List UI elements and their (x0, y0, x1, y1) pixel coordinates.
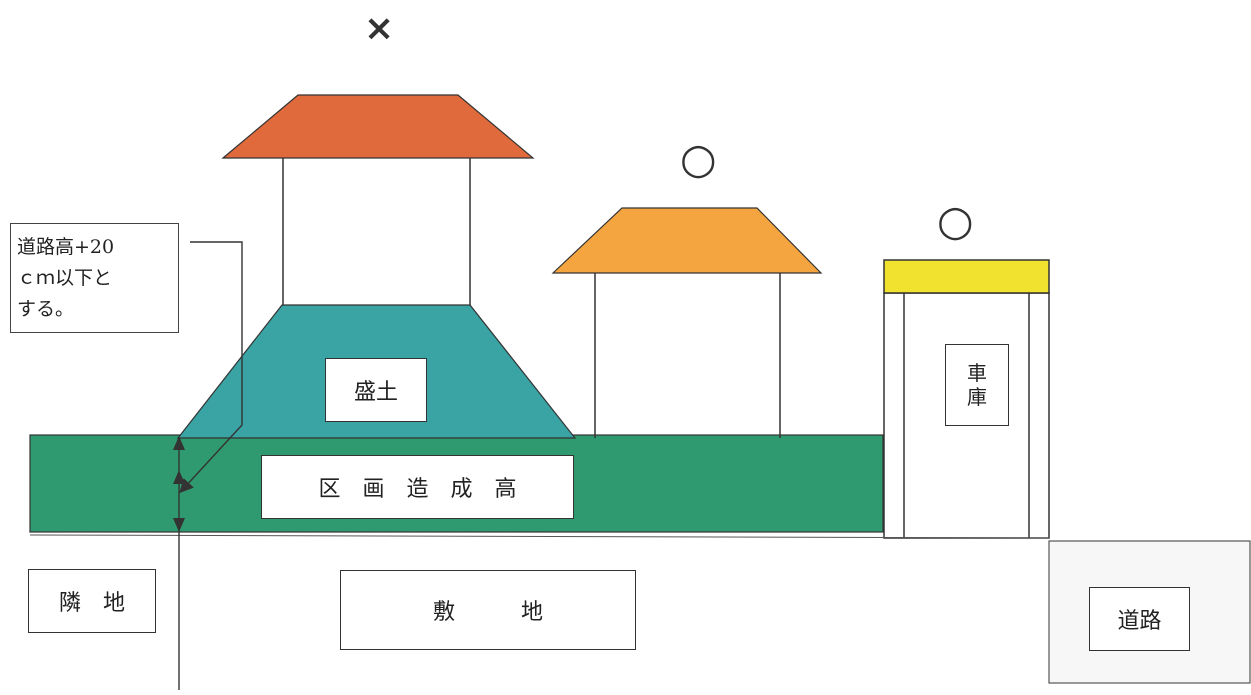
road-label: 道路 (1089, 587, 1190, 651)
small-house-roof (551, 207, 823, 274)
garage-roof (883, 259, 1050, 294)
mark-small-house: ○ (680, 134, 717, 183)
garage-label: 車 庫 (945, 344, 1009, 426)
note-leader-line (179, 241, 243, 494)
dimension-arrow-mid (173, 470, 185, 484)
dimension-arrow-top (173, 436, 185, 450)
large-house-roof (221, 94, 535, 159)
height-note-line-2: ｃｍ以下と (17, 267, 113, 289)
site-label: 敷 地 (340, 570, 636, 650)
mark-large-house: × (364, 8, 395, 49)
ground-line (29, 534, 1050, 539)
mark-garage: ○ (937, 196, 974, 245)
height-note: 道路高+20 ｃｍ以下と する。 (10, 223, 179, 333)
neighbor-label: 隣 地 (28, 569, 156, 633)
height-note-line-3: する。 (17, 298, 75, 320)
dimension-arrow-bottom (173, 518, 185, 532)
height-note-line-1: 道路高+20 (17, 236, 115, 258)
lot-grade-label: 区 画 造 成 高 (261, 455, 574, 519)
embankment-label: 盛土 (325, 358, 427, 422)
